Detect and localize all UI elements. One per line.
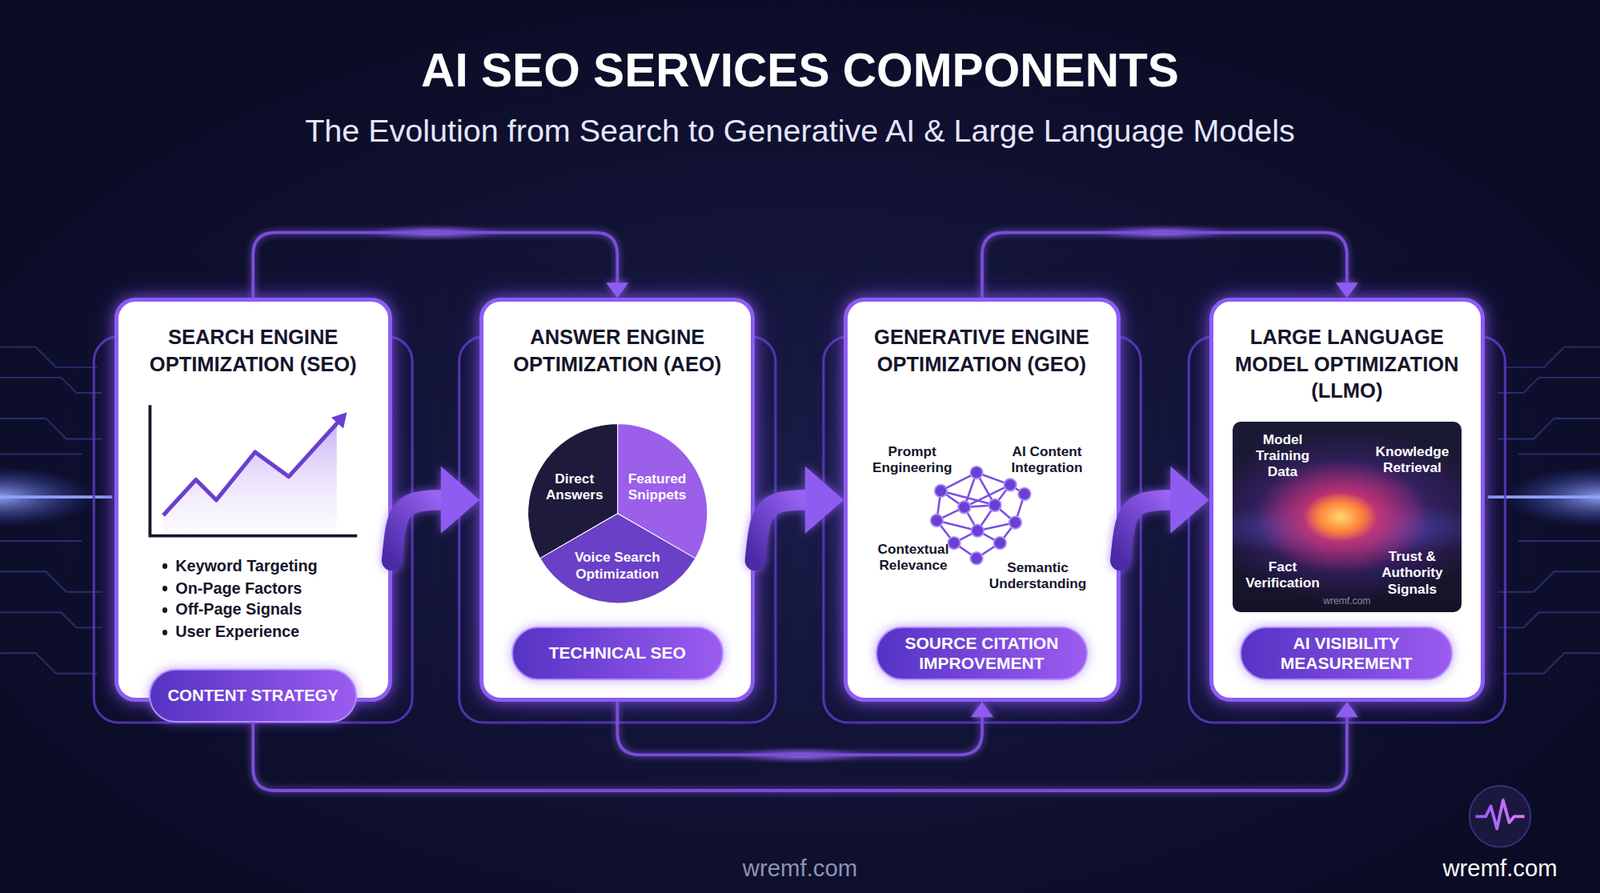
flow-arrow bbox=[754, 466, 844, 562]
node-text: Voice Search Optimization bbox=[560, 549, 675, 582]
growth-chart bbox=[149, 405, 357, 536]
bullet-text: On-Page Factors bbox=[175, 579, 302, 598]
node-text: Model Training Data bbox=[1244, 430, 1322, 480]
bullet-text: Keyword Targeting bbox=[175, 557, 317, 576]
connector-path bbox=[982, 232, 1348, 299]
pie-wedge bbox=[539, 513, 695, 603]
badge-text: CONTENT STRATEGY bbox=[156, 686, 349, 706]
heatmap-panel: Model Training Data Knowledge RetrievalFa… bbox=[1232, 421, 1462, 613]
watermark-label: wremf.com bbox=[742, 854, 858, 883]
connector-path bbox=[1120, 500, 1172, 562]
process-card: LARGE LANGUAGE MODEL OPTIMIZATION (LLMO)… bbox=[1209, 297, 1485, 702]
badge-text: TECHNICAL SEO bbox=[519, 643, 716, 663]
network-nodes bbox=[930, 466, 1031, 565]
logo-wave bbox=[1475, 800, 1524, 830]
network-node bbox=[1003, 478, 1016, 491]
network-node bbox=[970, 552, 983, 565]
chart-axes bbox=[149, 405, 357, 536]
pill-badge: SOURCE CITATION IMPROVEMENT bbox=[875, 626, 1088, 682]
network-node bbox=[958, 501, 971, 514]
network-node bbox=[994, 537, 1007, 550]
logo-circle bbox=[1469, 785, 1531, 848]
arrow-head bbox=[970, 701, 994, 718]
pill-badge: CONTENT STRATEGY bbox=[148, 669, 357, 722]
arrow-head bbox=[805, 466, 844, 534]
pill-badge: TECHNICAL SEO bbox=[511, 626, 724, 682]
pill-badge: AI VISIBILITY MEASUREMENT bbox=[1239, 626, 1453, 682]
bullet-dot bbox=[162, 585, 168, 591]
pie-chart: Direct AnswersFeatured SnippetsVoice Sea… bbox=[525, 421, 710, 606]
node-text: Trust & Authority Signals bbox=[1371, 548, 1453, 598]
badge-text: AI VISIBILITY MEASUREMENT bbox=[1247, 633, 1445, 673]
node-text: Featured Snippets bbox=[615, 470, 700, 504]
card-heading: ANSWER ENGINE OPTIMIZATION (AEO) bbox=[489, 324, 746, 377]
node-text: Knowledge Retrieval bbox=[1366, 442, 1459, 476]
connector-path bbox=[754, 500, 807, 562]
network-node bbox=[1018, 488, 1031, 501]
diagram-title: AI SEO SERVICES COMPONENTS bbox=[0, 44, 1600, 97]
connector-path bbox=[617, 701, 983, 755]
process-card: GENERATIVE ENGINE OPTIMIZATION (GEO) Prom… bbox=[843, 297, 1120, 702]
arrow-head bbox=[1170, 466, 1209, 534]
card-heading: GENERATIVE ENGINE OPTIMIZATION (GEO) bbox=[854, 324, 1110, 377]
connector-path bbox=[252, 717, 1348, 791]
flow-arrow bbox=[392, 466, 481, 562]
bullet-dot bbox=[162, 563, 168, 569]
chart-line bbox=[163, 422, 338, 516]
arrow-head bbox=[605, 282, 629, 298]
process-card: SEARCH ENGINE OPTIMIZATION (SEO) Keyword … bbox=[114, 297, 393, 702]
connector-line bbox=[982, 232, 1359, 299]
node-text: Prompt Engineering bbox=[861, 442, 963, 476]
node-text: Direct Answers bbox=[537, 470, 612, 504]
bullet-dot bbox=[162, 607, 168, 613]
node-text: Contextual Relevance bbox=[864, 541, 962, 574]
badge-text: SOURCE CITATION IMPROVEMENT bbox=[883, 633, 1080, 673]
network-links bbox=[936, 473, 1025, 559]
neural-network bbox=[930, 466, 1031, 565]
arrow-head bbox=[441, 466, 480, 534]
watermark-label: wremf.com bbox=[1442, 854, 1557, 883]
chart-area bbox=[163, 423, 337, 533]
node-text: AI Content Integration bbox=[995, 442, 1098, 476]
card-heading: SEARCH ENGINE OPTIMIZATION (SEO) bbox=[125, 324, 381, 377]
connector-line bbox=[252, 701, 1359, 791]
network-node bbox=[934, 485, 947, 498]
network-node bbox=[947, 537, 960, 550]
node-text: Semantic Understanding bbox=[976, 559, 1099, 593]
bullet-text: User Experience bbox=[175, 623, 300, 642]
chart-arrowhead bbox=[331, 412, 348, 429]
connector-line bbox=[617, 701, 994, 755]
network-node bbox=[971, 525, 984, 538]
network-node bbox=[1009, 516, 1022, 529]
bullet-text: Off-Page Signals bbox=[175, 601, 302, 620]
logo bbox=[1469, 785, 1531, 848]
connector-path bbox=[392, 500, 443, 562]
network-node bbox=[988, 499, 1001, 512]
network-node bbox=[930, 514, 943, 527]
flow-arrow bbox=[1120, 466, 1210, 562]
network-node bbox=[970, 466, 983, 479]
card-heading: LARGE LANGUAGE MODEL OPTIMIZATION (LLMO) bbox=[1219, 324, 1475, 404]
diagram-subtitle: The Evolution from Search to Generative … bbox=[0, 113, 1600, 149]
arrow-head bbox=[1335, 701, 1359, 718]
arrow-head bbox=[1335, 282, 1359, 298]
node-text: Fact Verification bbox=[1232, 557, 1334, 591]
process-card: ANSWER ENGINE OPTIMIZATION (AEO) Direct A… bbox=[479, 297, 755, 702]
connector-path bbox=[252, 232, 618, 299]
bullet-dot bbox=[162, 629, 168, 635]
connector-line bbox=[252, 232, 629, 299]
